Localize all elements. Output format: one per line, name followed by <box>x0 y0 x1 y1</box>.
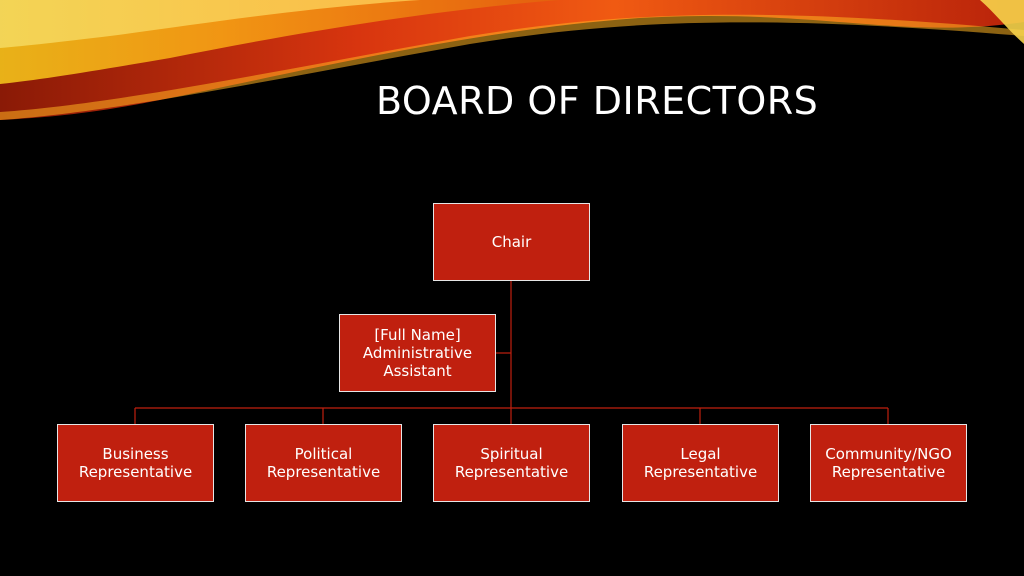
rep-4-line-2: Representative <box>831 463 946 481</box>
rep-3-line-2: Representative <box>643 463 758 481</box>
rep-4-line-1: Community/NGO <box>825 445 952 463</box>
chair-label: Chair <box>491 233 532 251</box>
decorative-swoosh-graphic <box>0 0 1024 121</box>
assistant-line-1: [Full Name] <box>374 326 461 344</box>
administrative-assistant-box: [Full Name] Administrative Assistant <box>339 314 496 392</box>
rep-3-line-1: Legal <box>680 445 721 463</box>
rep-1-line-1: Political <box>294 445 353 463</box>
rep-2-line-1: Spiritual <box>480 445 543 463</box>
slide-title: BOARD OF DIRECTORS <box>376 79 819 123</box>
political-representative-box: Political Representative <box>245 424 402 502</box>
assistant-line-2: Administrative <box>362 344 473 362</box>
spiritual-representative-box: Spiritual Representative <box>433 424 590 502</box>
rep-0-line-1: Business <box>102 445 169 463</box>
community-ngo-representative-box: Community/NGO Representative <box>810 424 967 502</box>
rep-1-line-2: Representative <box>266 463 381 481</box>
assistant-line-3: Assistant <box>383 362 452 380</box>
chair-box: Chair <box>433 203 590 281</box>
business-representative-box: Business Representative <box>57 424 214 502</box>
rep-2-line-2: Representative <box>454 463 569 481</box>
rep-0-line-2: Representative <box>78 463 193 481</box>
legal-representative-box: Legal Representative <box>622 424 779 502</box>
